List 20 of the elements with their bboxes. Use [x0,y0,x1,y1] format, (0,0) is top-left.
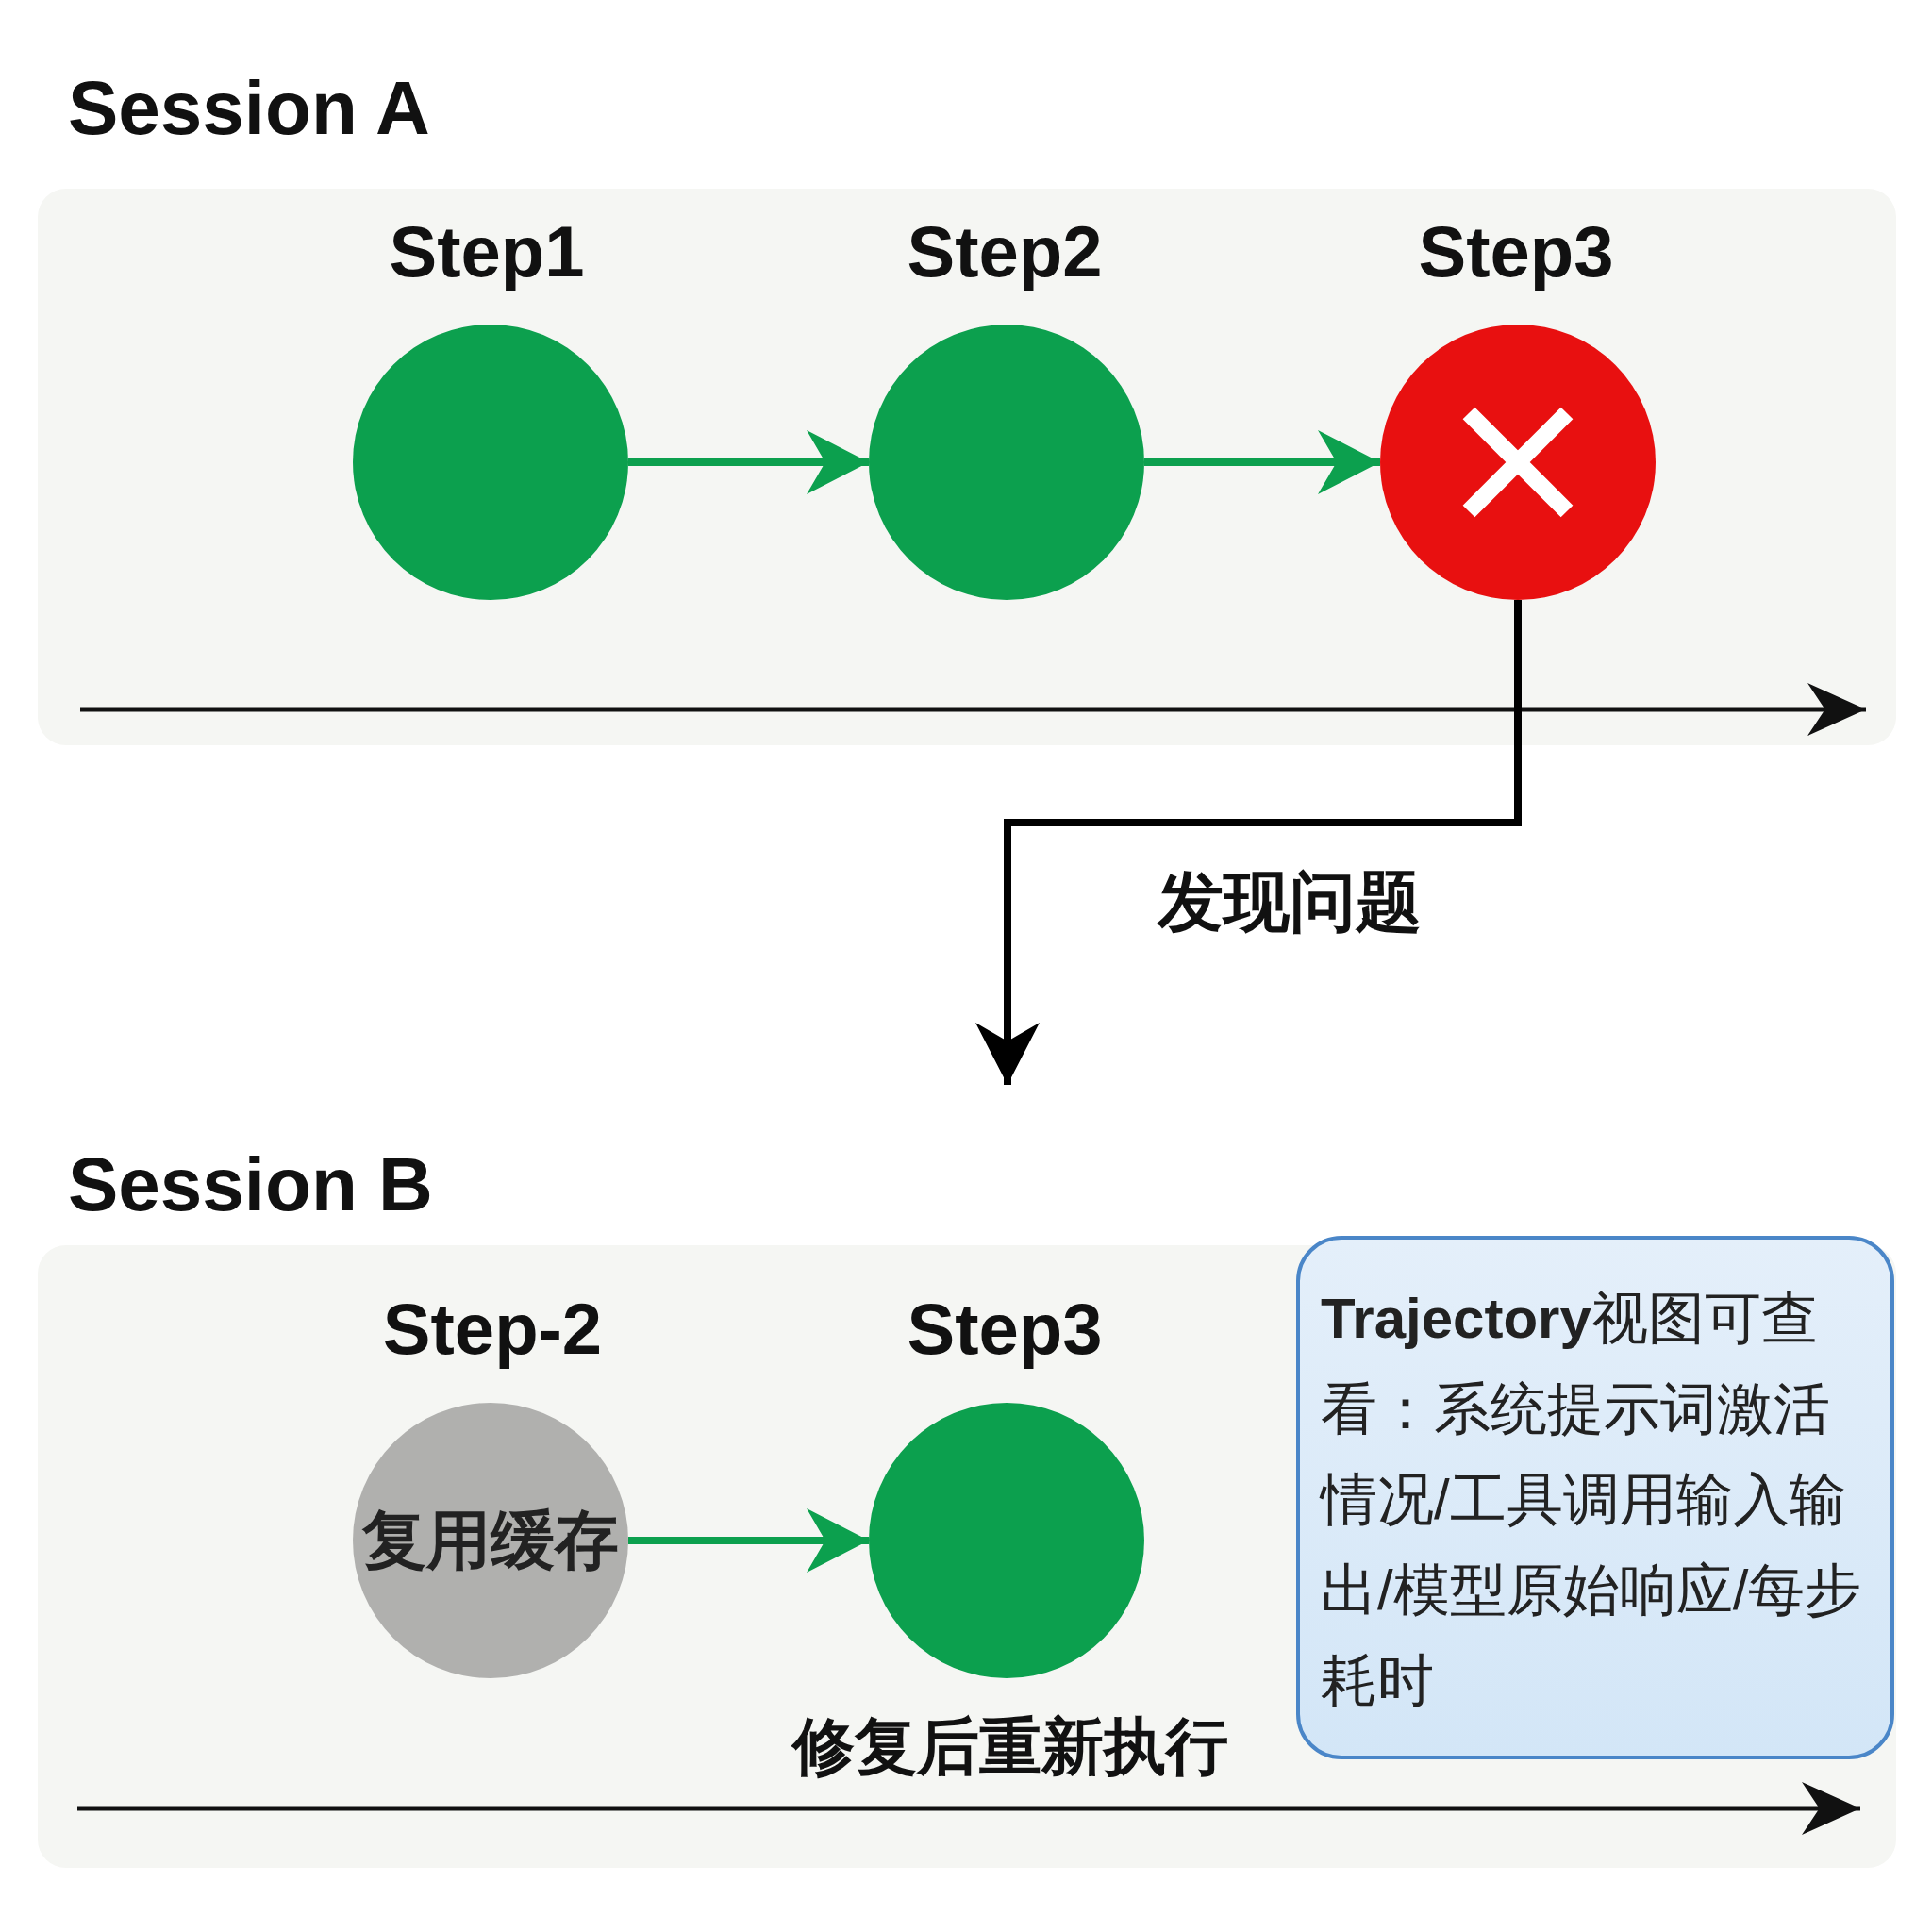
arrow [628,1508,869,1573]
arrow [1144,430,1380,494]
arrow [628,430,869,494]
cached-step-circle [353,1403,628,1678]
section-heading: Session A [68,65,430,152]
step-label: Step3 [1418,209,1614,292]
step-label: Step-2 [382,1287,603,1370]
step-circle [353,325,628,600]
node-text: 复用缓存 [362,1502,619,1577]
step-circle [869,325,1144,600]
step-label: Step2 [907,209,1103,292]
note-text: Trajectory视图可查看：系统提示词激活情况/工具调用输入输出/模型原始响应/每步耗时 [1321,1286,1863,1714]
step-label: Step3 [907,1287,1103,1370]
section-heading: Session B [68,1141,433,1228]
failed-step-circle [1380,325,1656,600]
caption-text: 修复后重新执行 [792,1710,1228,1783]
step-label: Step1 [389,209,585,292]
info-callout-box [1296,1236,1894,1759]
step-circle [869,1403,1144,1678]
arrow [975,600,1522,1085]
